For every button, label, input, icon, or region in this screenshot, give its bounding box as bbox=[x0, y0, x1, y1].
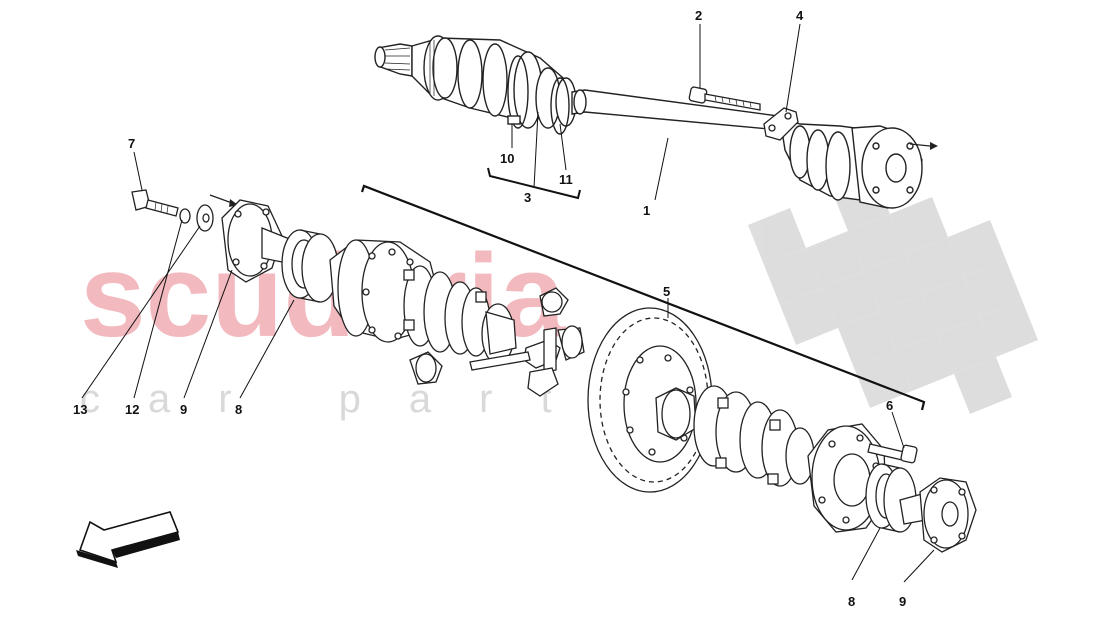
spider-gears bbox=[409, 287, 585, 397]
screw-6 bbox=[867, 443, 918, 464]
callout-10: 10 bbox=[500, 151, 514, 166]
callout-9-left: 9 bbox=[180, 402, 187, 417]
differential-housing bbox=[329, 239, 517, 365]
ring-gear bbox=[587, 307, 713, 493]
callout-7: 7 bbox=[128, 136, 135, 151]
screw-2 bbox=[688, 86, 761, 111]
front-direction-arrow-icon bbox=[76, 511, 180, 568]
callout-5: 5 bbox=[663, 284, 670, 299]
callout-13: 13 bbox=[73, 402, 87, 417]
axle-shaft bbox=[374, 35, 923, 209]
callout-11: 11 bbox=[559, 172, 573, 187]
bearing-8-left bbox=[281, 229, 339, 303]
flange-9-right bbox=[899, 477, 977, 553]
callout-3: 3 bbox=[524, 190, 531, 205]
shaft-direction-arrowhead bbox=[930, 142, 938, 150]
callout-2: 2 bbox=[695, 8, 702, 23]
callout-9-right: 9 bbox=[899, 594, 906, 609]
callout-12: 12 bbox=[125, 402, 139, 417]
leader-lines bbox=[81, 23, 935, 583]
right-clutch-pack bbox=[655, 385, 815, 487]
callout-6: 6 bbox=[886, 398, 893, 413]
shaft-direction-line bbox=[909, 143, 931, 147]
spring-washer-12 bbox=[179, 208, 191, 224]
screw-7 bbox=[131, 189, 179, 217]
callout-8-right: 8 bbox=[848, 594, 855, 609]
callout-1: 1 bbox=[643, 203, 650, 218]
flange-direction-line bbox=[209, 194, 233, 204]
watermark-checker bbox=[748, 174, 1038, 414]
group-bracket-5 bbox=[360, 184, 926, 411]
callout-4: 4 bbox=[796, 8, 804, 23]
callout-labels: 2 4 1 10 11 3 7 5 6 13 12 9 8 8 9 bbox=[73, 8, 906, 609]
washer-13 bbox=[196, 204, 214, 232]
callout-8-left: 8 bbox=[235, 402, 242, 417]
watermark-subtitle: car parts bbox=[80, 377, 668, 421]
bracket-4 bbox=[763, 107, 799, 141]
